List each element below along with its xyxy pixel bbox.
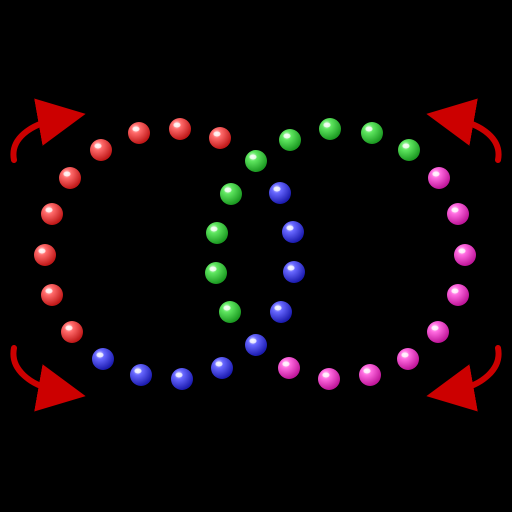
marble-green[interactable] [279,129,301,151]
marble-highlight [431,325,439,331]
rotate-arrow-bottom-left[interactable] [10,345,86,412]
marble-highlight [323,122,331,128]
marble-highlight [249,338,257,344]
marble-highlight [274,305,282,311]
marble-red[interactable] [61,321,83,343]
marble-highlight [287,265,295,271]
marble-red[interactable] [209,127,231,149]
marble-highlight [65,325,73,331]
marble-highlight [132,126,140,132]
marble-highlight [282,361,290,367]
marble-blue[interactable] [283,261,305,283]
marble-highlight [451,207,459,213]
marble-highlight [365,126,373,132]
rotate-arrow-bottom-right[interactable] [426,345,502,412]
marble-blue[interactable] [171,368,193,390]
marble-red[interactable] [90,139,112,161]
marble-highlight [45,288,53,294]
marble-pink[interactable] [454,244,476,266]
marble-highlight [173,122,181,128]
marble-highlight [273,186,281,192]
marble-highlight [209,266,217,272]
marble-green[interactable] [361,122,383,144]
marble-pink[interactable] [278,357,300,379]
marble-highlight [96,352,104,358]
marble-highlight [286,225,294,231]
marble-highlight [45,207,53,213]
marble-red[interactable] [169,118,191,140]
marble-highlight [210,226,218,232]
marble-blue[interactable] [245,334,267,356]
marble-highlight [451,288,459,294]
marble-pink[interactable] [397,348,419,370]
marble-highlight [401,352,409,358]
marble-red[interactable] [41,284,63,306]
marble-highlight [134,368,142,374]
marble-highlight [458,248,466,254]
rotate-arrow-top-left[interactable] [10,98,86,163]
marble-red[interactable] [59,167,81,189]
marble-highlight [175,372,183,378]
marbles-layer [34,118,476,390]
marble-blue[interactable] [269,182,291,204]
marble-highlight [402,143,410,149]
marble-highlight [215,361,223,367]
marble-highlight [224,187,232,193]
marble-blue[interactable] [130,364,152,386]
marble-highlight [283,133,291,139]
marble-blue[interactable] [270,301,292,323]
marble-red[interactable] [41,203,63,225]
marble-pink[interactable] [318,368,340,390]
marble-pink[interactable] [359,364,381,386]
marble-green[interactable] [319,118,341,140]
marble-pink[interactable] [428,167,450,189]
marble-green[interactable] [245,150,267,172]
marble-highlight [223,305,231,311]
marble-green[interactable] [205,262,227,284]
marble-red[interactable] [34,244,56,266]
marble-pink[interactable] [447,203,469,225]
marble-pink[interactable] [447,284,469,306]
marble-pink[interactable] [427,321,449,343]
marble-highlight [363,368,371,374]
marble-highlight [432,171,440,177]
rotate-arrows-layer [10,98,502,412]
marble-blue[interactable] [282,221,304,243]
marble-highlight [38,248,46,254]
marble-highlight [213,131,221,137]
marble-red[interactable] [128,122,150,144]
marble-blue[interactable] [92,348,114,370]
rotate-arrow-top-right[interactable] [426,98,502,163]
marble-green[interactable] [219,301,241,323]
marble-green[interactable] [206,222,228,244]
marble-highlight [63,171,71,177]
marble-green[interactable] [220,183,242,205]
marble-highlight [249,154,257,160]
marble-highlight [94,143,102,149]
marble-green[interactable] [398,139,420,161]
marble-blue[interactable] [211,357,233,379]
marble-highlight [322,372,330,378]
